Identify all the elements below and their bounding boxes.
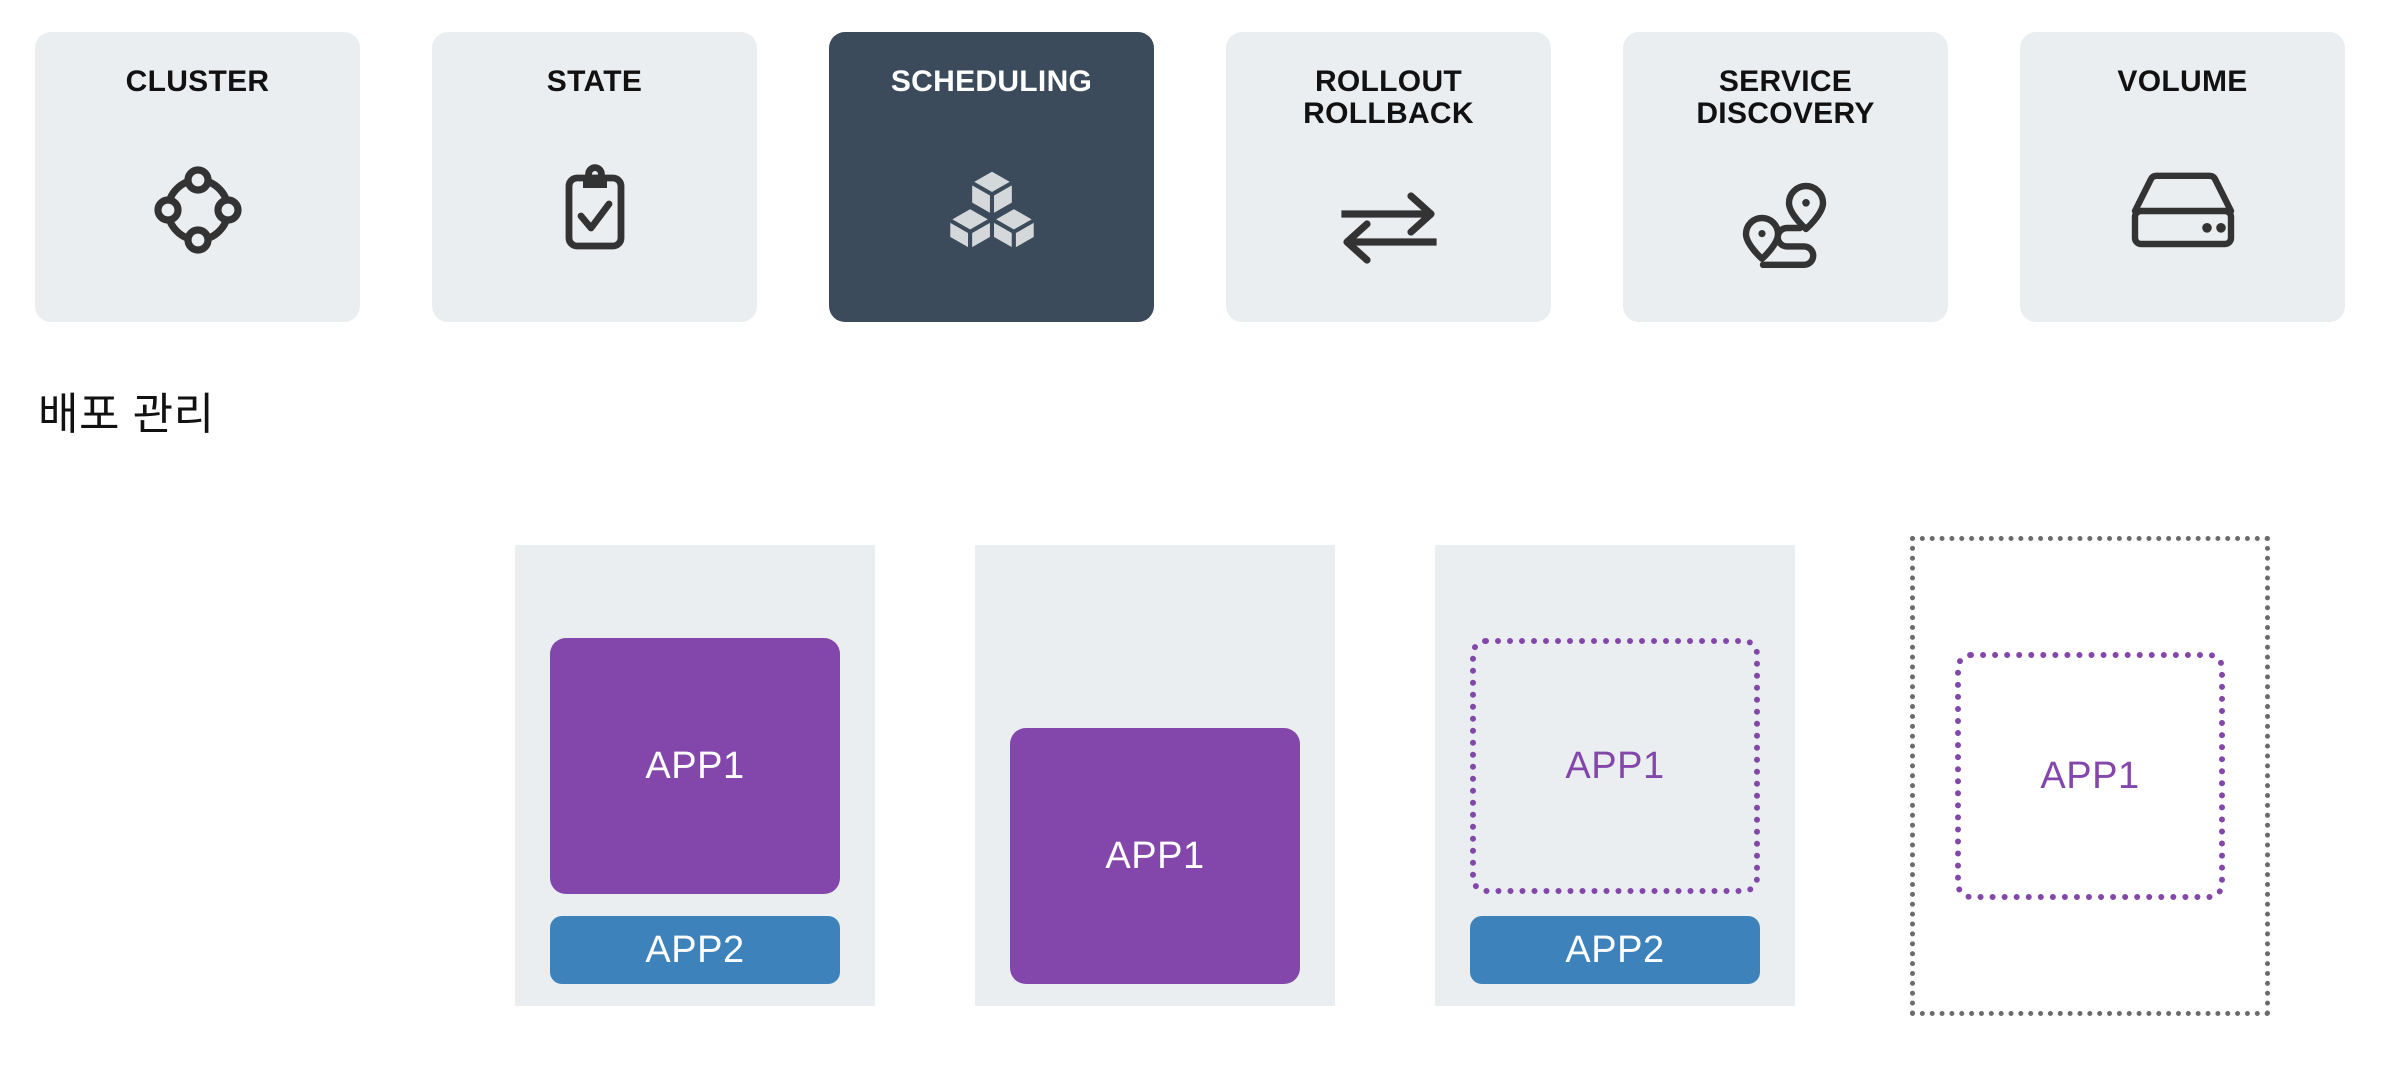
concept-card-label: STATE (546, 65, 643, 98)
deployment-panel-node-app1-ghost-app2: APP1 APP2 (1435, 545, 1795, 1006)
hard-drive-icon (2020, 98, 2345, 322)
concept-card-label: SERVICE DISCOVERY (1696, 65, 1875, 130)
concept-card-row: CLUSTER STATE SCHEDULING (35, 32, 2347, 322)
clipboard-check-icon (432, 98, 757, 322)
concept-card-cluster[interactable]: CLUSTER (35, 32, 360, 322)
app-block-app1[interactable]: APP1 (550, 638, 840, 894)
concept-card-label: CLUSTER (125, 65, 270, 98)
app-block-app1-ghost[interactable]: APP1 (1955, 652, 2225, 900)
cubes-icon (829, 98, 1154, 322)
concept-card-service-discovery[interactable]: SERVICE DISCOVERY (1623, 32, 1948, 322)
concept-card-rollout-rollback[interactable]: ROLLOUT ROLLBACK (1226, 32, 1551, 322)
concept-card-scheduling[interactable]: SCHEDULING (829, 32, 1154, 322)
concept-card-state[interactable]: STATE (432, 32, 757, 322)
concept-card-label: VOLUME (2117, 65, 2248, 98)
swap-arrows-icon (1226, 130, 1551, 322)
deployment-panel-node-outlined-app1-ghost: APP1 (1910, 536, 2270, 1016)
cluster-ring-icon (35, 98, 360, 322)
app-block-app2[interactable]: APP2 (550, 916, 840, 984)
concept-card-volume[interactable]: VOLUME (2020, 32, 2345, 322)
section-title: 배포 관리 (38, 390, 215, 439)
route-pins-icon (1623, 130, 1948, 322)
deployment-panel-row: APP1 APP2 APP1 APP1 APP2 APP1 (515, 536, 2355, 1016)
deployment-panel-node-app1-app2: APP1 APP2 (515, 545, 875, 1006)
app-block-app2[interactable]: APP2 (1470, 916, 1760, 984)
app-block-app1-ghost[interactable]: APP1 (1470, 638, 1760, 894)
concept-card-label: ROLLOUT ROLLBACK (1303, 65, 1474, 130)
app-block-app1[interactable]: APP1 (1010, 728, 1300, 984)
deployment-panel-node-app1-only: APP1 (975, 545, 1335, 1006)
concept-card-label: SCHEDULING (890, 65, 1093, 98)
